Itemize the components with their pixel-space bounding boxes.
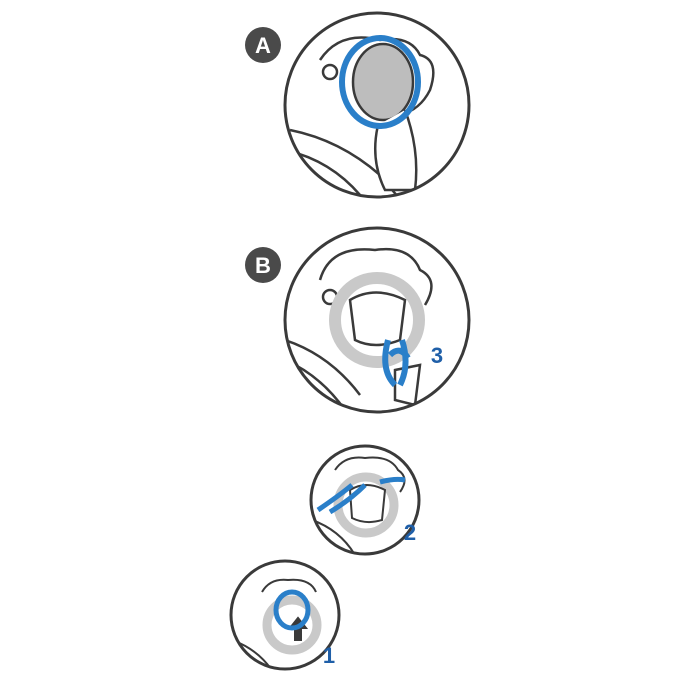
badge-b [245,247,281,283]
step-3-label: 3 [431,343,443,368]
panel-step-1: 1 [229,559,341,671]
panel-a: A [245,11,471,199]
step-2-label: 2 [404,520,416,545]
panel-b-circle [283,226,471,414]
panel-b: B 3 [245,226,471,414]
clip-ring-icon [273,589,311,631]
badge-a-label: A [255,33,271,58]
panel-step-2: 2 [309,444,421,556]
ring-clip-icon [339,35,421,129]
loop-clip-icon [382,339,411,388]
step-1-label: 1 [323,643,335,668]
strap-clip-icon [316,476,406,515]
panel-2-circle [309,444,421,556]
badge-a [245,27,281,63]
panel-a-circle [283,11,471,199]
panel-1-circle [229,559,341,671]
badge-b-label: B [255,253,271,278]
